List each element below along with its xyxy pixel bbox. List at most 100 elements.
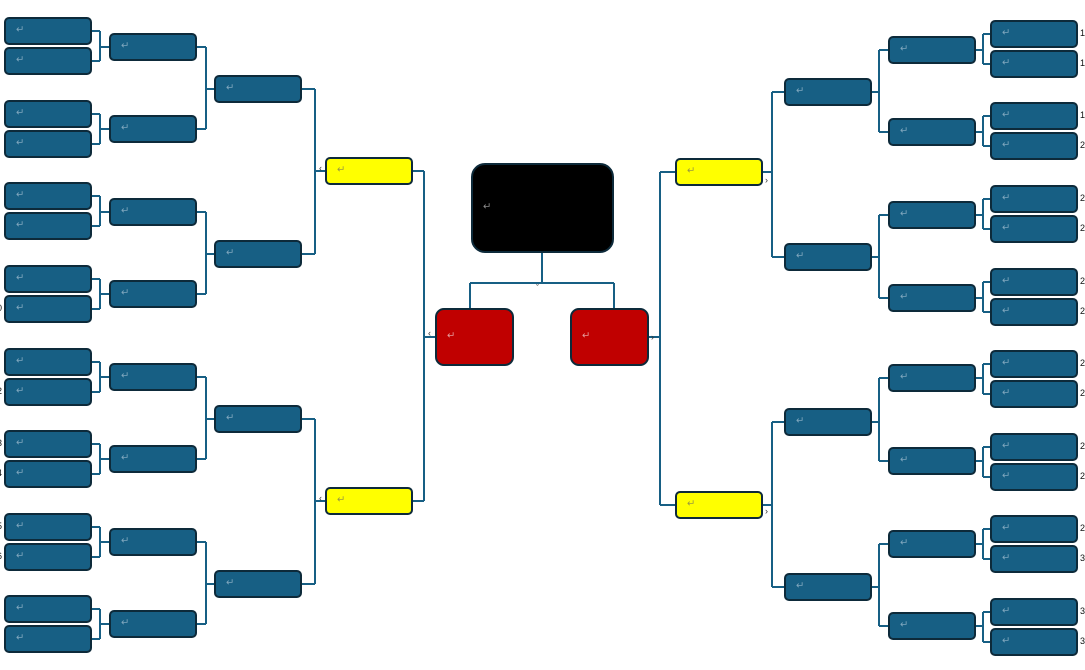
right-round3-slot[interactable]: ↵	[784, 408, 872, 436]
left-round1-slot[interactable]: ↵	[4, 212, 92, 240]
right-round1-slot[interactable]: ↵	[990, 185, 1078, 213]
left-round1-slot[interactable]: ↵	[4, 513, 92, 541]
right-round3-slot[interactable]: ↵	[784, 573, 872, 601]
slot-return-mark: ↵	[900, 454, 909, 466]
slot-return-mark: ↵	[121, 122, 130, 134]
right-round2-slot[interactable]: ↵	[888, 284, 976, 312]
right-round1-slot[interactable]: ↵	[990, 350, 1078, 378]
left-round2-slot[interactable]: ↵	[109, 280, 197, 308]
right-round1-slot[interactable]: ↵	[990, 433, 1078, 461]
connector-glyph: ˇ	[536, 283, 539, 293]
right-round3-slot[interactable]: ↵	[784, 78, 872, 106]
edge-number: 1	[1080, 58, 1085, 68]
left-round1-slot[interactable]: ↵	[4, 378, 92, 406]
right-round2-slot[interactable]: ↵	[888, 36, 976, 64]
slot-return-mark: ↵	[796, 580, 805, 592]
slot-return-mark: ↵	[16, 602, 25, 614]
edge-number: 2	[1080, 140, 1085, 150]
left-round2-slot[interactable]: ↵	[109, 115, 197, 143]
right-round2-slot[interactable]: ↵	[888, 612, 976, 640]
left-round2-slot[interactable]: ↵	[109, 610, 197, 638]
right-final-slot[interactable]: ↵	[570, 308, 649, 366]
right-round1-slot[interactable]: ↵	[990, 380, 1078, 408]
right-round1-slot[interactable]: ↵	[990, 132, 1078, 160]
right-round1-slot[interactable]: ↵	[990, 268, 1078, 296]
right-round2-slot[interactable]: ↵	[888, 447, 976, 475]
slot-return-mark: ↵	[121, 287, 130, 299]
right-round1-slot[interactable]: ↵	[990, 20, 1078, 48]
slot-return-mark: ↵	[1002, 470, 1011, 482]
slot-return-mark: ↵	[121, 205, 130, 217]
left-round1-slot[interactable]: ↵	[4, 295, 92, 323]
connector-glyph: ›	[765, 175, 768, 185]
edge-number: 2	[1080, 193, 1085, 203]
slot-return-mark: ↵	[16, 272, 25, 284]
left-round1-slot[interactable]: ↵	[4, 17, 92, 45]
right-round1-slot[interactable]: ↵	[990, 463, 1078, 491]
edge-number: 2	[1080, 388, 1085, 398]
connector-glyph: ‹	[319, 493, 322, 503]
right-round1-slot[interactable]: ↵	[990, 50, 1078, 78]
slot-return-mark: ↵	[121, 452, 130, 464]
left-round3-slot[interactable]: ↵	[214, 75, 302, 103]
left-final-slot[interactable]: ↵	[435, 308, 514, 366]
left-round3-slot[interactable]: ↵	[214, 570, 302, 598]
slot-return-mark: ↵	[1002, 109, 1011, 121]
edge-number: 3	[1080, 606, 1085, 616]
right-round2-slot[interactable]: ↵	[888, 530, 976, 558]
left-round1-slot[interactable]: ↵	[4, 182, 92, 210]
left-round1-slot[interactable]: ↵	[4, 430, 92, 458]
left-round1-slot[interactable]: ↵	[4, 47, 92, 75]
left-round3-slot[interactable]: ↵	[214, 240, 302, 268]
left-semifinal-slot[interactable]: ↵	[325, 487, 413, 515]
left-round2-slot[interactable]: ↵	[109, 363, 197, 391]
left-round1-slot[interactable]: ↵	[4, 460, 92, 488]
right-round1-slot[interactable]: ↵	[990, 598, 1078, 626]
left-round1-slot[interactable]: ↵	[4, 130, 92, 158]
right-round3-slot[interactable]: ↵	[784, 243, 872, 271]
left-round1-slot[interactable]: ↵	[4, 625, 92, 653]
right-round1-slot[interactable]: ↵	[990, 215, 1078, 243]
left-round2-slot[interactable]: ↵	[109, 198, 197, 226]
left-round2-slot[interactable]: ↵	[109, 33, 197, 61]
slot-return-mark: ↵	[1002, 387, 1011, 399]
right-round1-slot[interactable]: ↵	[990, 298, 1078, 326]
champion-slot[interactable]: ↵	[471, 163, 614, 253]
left-round2-slot[interactable]: ↵	[109, 528, 197, 556]
left-round1-slot[interactable]: ↵	[4, 348, 92, 376]
left-round1-slot[interactable]: ↵	[4, 265, 92, 293]
slot-return-mark: ↵	[121, 617, 130, 629]
right-round1-slot[interactable]: ↵	[990, 515, 1078, 543]
slot-return-mark: ↵	[1002, 357, 1011, 369]
slot-return-mark: ↵	[16, 355, 25, 367]
slot-return-mark: ↵	[900, 43, 909, 55]
slot-return-mark: ↵	[1002, 440, 1011, 452]
connector-glyph: ‹	[319, 163, 322, 173]
right-round1-slot[interactable]: ↵	[990, 545, 1078, 573]
slot-return-mark: ↵	[337, 494, 346, 506]
right-semifinal-slot[interactable]: ↵	[675, 491, 763, 519]
slot-return-mark: ↵	[16, 137, 25, 149]
left-semifinal-slot[interactable]: ↵	[325, 157, 413, 185]
left-round1-slot[interactable]: ↵	[4, 543, 92, 571]
right-round2-slot[interactable]: ↵	[888, 364, 976, 392]
slot-return-mark: ↵	[1002, 305, 1011, 317]
left-round2-slot[interactable]: ↵	[109, 445, 197, 473]
left-round3-slot[interactable]: ↵	[214, 405, 302, 433]
left-round1-slot[interactable]: ↵	[4, 595, 92, 623]
edge-number: 2	[1080, 523, 1085, 533]
slot-return-mark: ↵	[1002, 222, 1011, 234]
slot-return-mark: ↵	[16, 467, 25, 479]
right-round1-slot[interactable]: ↵	[990, 102, 1078, 130]
slot-return-mark: ↵	[16, 302, 25, 314]
slot-return-mark: ↵	[226, 247, 235, 259]
slot-return-mark: ↵	[1002, 605, 1011, 617]
right-round2-slot[interactable]: ↵	[888, 201, 976, 229]
right-round2-slot[interactable]: ↵	[888, 118, 976, 146]
edge-number: 4	[0, 469, 2, 478]
left-round1-slot[interactable]: ↵	[4, 100, 92, 128]
right-semifinal-slot[interactable]: ↵	[675, 158, 763, 186]
slot-return-mark: ↵	[900, 619, 909, 631]
right-round1-slot[interactable]: ↵	[990, 628, 1078, 656]
